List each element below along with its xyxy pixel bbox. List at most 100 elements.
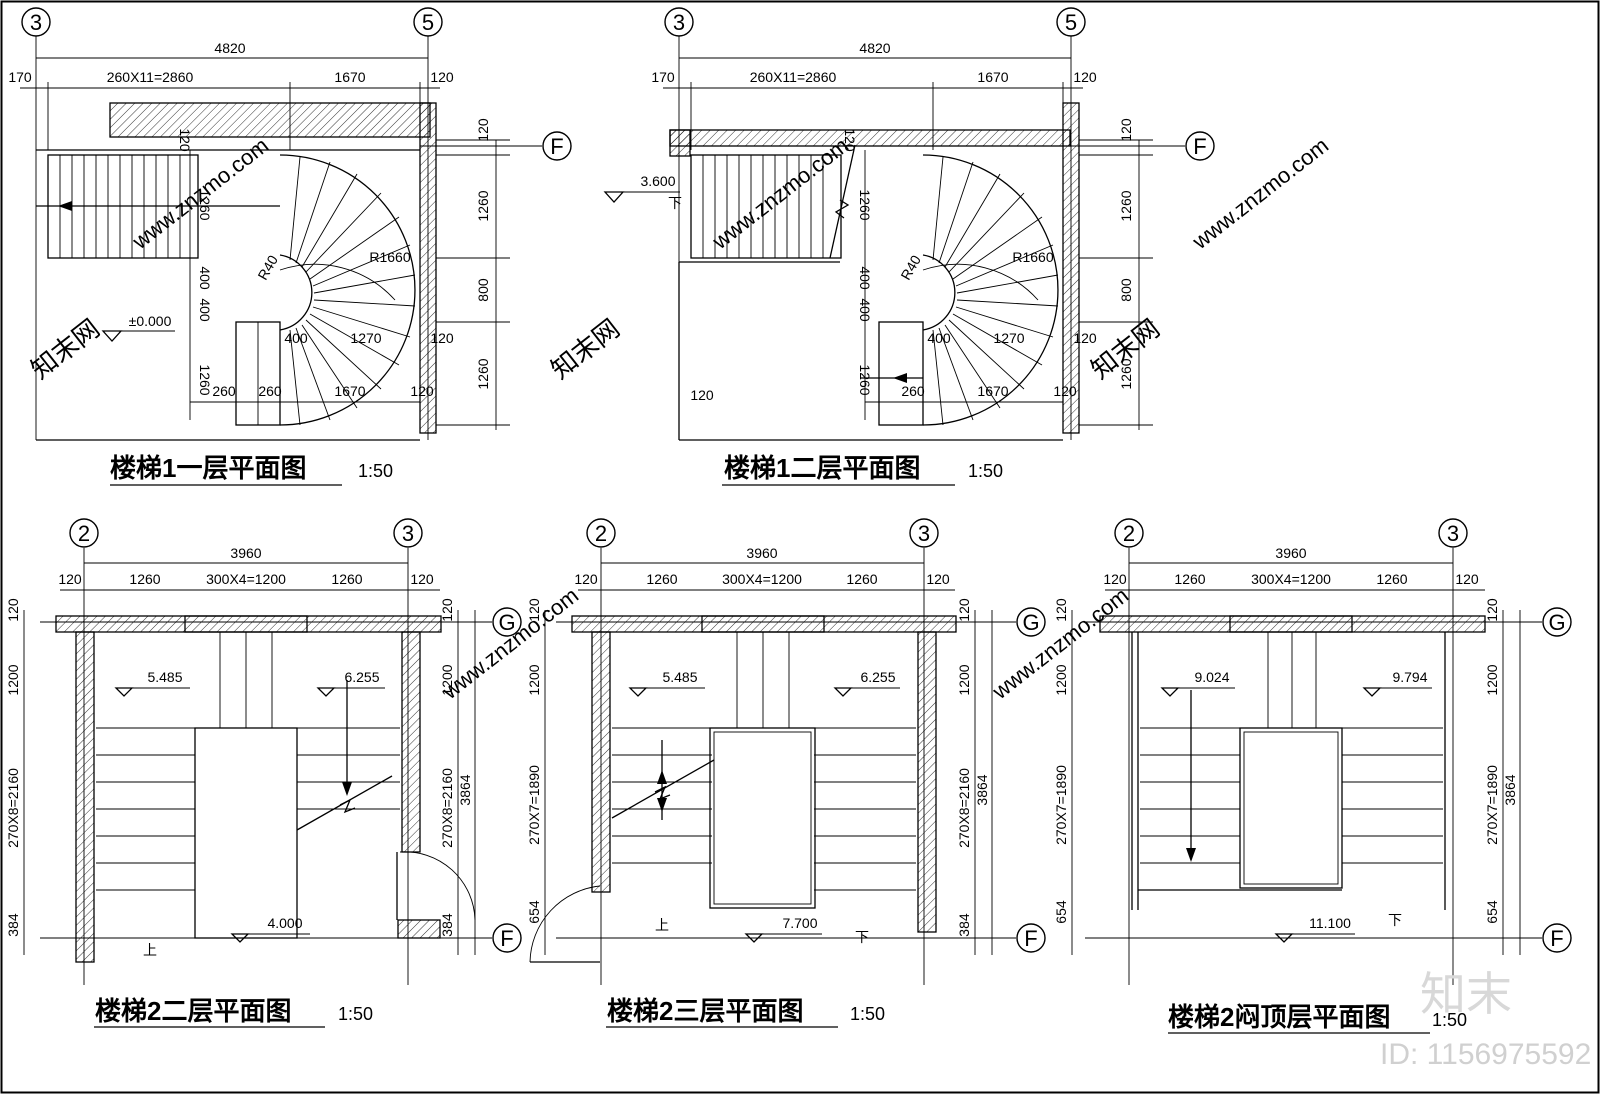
dim: 300X4=1200 [206,571,286,587]
drawing-scale: 1:50 [338,1004,373,1024]
axis-bubble-F [1016,923,1046,953]
dim: 120 [177,128,193,152]
drawing-scale: 1:50 [850,1004,885,1024]
dim: 120 [1053,598,1069,622]
dim-total: 3960 [746,545,777,561]
axis-bubble-3 [21,7,51,37]
level-mark: ±0.000 [129,313,172,329]
axis-label: 5 [1065,10,1077,35]
level-mark: 9.024 [1194,669,1229,685]
dim: 400 [197,298,213,322]
dim: 1260 [197,189,213,220]
dim: 1260 [331,571,362,587]
dim: 1260 [646,571,677,587]
axis-label: 2 [1123,521,1135,546]
dim: 120 [5,598,21,622]
dim: 1200 [439,664,455,695]
dim: 120 [526,598,542,622]
up-label: 上 [655,917,669,933]
dim: 1260 [129,571,160,587]
dim: 400 [857,298,873,322]
dim: 400 [927,330,951,346]
watermark-logo: 知末 [1420,968,1512,1020]
axis-label: 3 [1447,521,1459,546]
dim: 654 [1484,900,1500,924]
axis-label: F [1193,134,1206,159]
level-mark: 11.100 [1309,915,1351,931]
dim: 384 [956,913,972,937]
dim: 120 [690,387,714,403]
drawing-title: 楼梯1二层平面图 [724,453,920,483]
dim: 120 [574,571,598,587]
axis-label: 3 [30,10,42,35]
dim: 270X7=1890 [1484,765,1500,845]
axis-bubble-G [1542,607,1572,637]
dim: 120 [1103,571,1127,587]
dim: 1200 [5,664,21,695]
axis-label: G [1548,610,1565,635]
dim: 260X11=2860 [750,69,837,85]
dim: 1670 [977,383,1008,399]
down-label: 下 [855,929,869,945]
dim: 270X8=2160 [5,768,21,848]
dim: 270X7=1890 [1053,765,1069,845]
axis-label: G [498,610,515,635]
dim: 270X8=2160 [439,768,455,848]
watermark-url: www.znzmo.com [127,133,273,255]
dim-total: 3960 [1275,545,1306,561]
dim: 1200 [1053,664,1069,695]
axis-bubble-F [492,923,522,953]
level-mark: 5.485 [662,669,697,685]
axis-bubble-G [1016,607,1046,637]
dim: 1260 [197,364,213,395]
down-label: 下 [668,195,682,211]
axis-label: 3 [402,521,414,546]
dim: 260 [212,383,236,399]
dim: 120 [430,69,454,85]
drawing-scale: 1:50 [968,461,1003,481]
dim: 800 [1118,278,1134,302]
drawing-stair1-floor1: 3 5 F 4820 170 260X11=2860 1670 120 [8,7,572,486]
axis-bubble-2 [69,518,99,548]
axis-bubble-F [1542,923,1572,953]
dim-radius: R1660 [1012,249,1053,265]
drawing-scale: 1:50 [358,461,393,481]
dim: 1260 [1174,571,1205,587]
dim-radius-small: R40 [897,252,924,282]
level-mark: 9.794 [1392,669,1427,685]
dim-total-vertical: 3864 [1502,774,1518,805]
dim: 120 [1073,330,1097,346]
axis-label: 2 [78,521,90,546]
dim: 300X4=1200 [1251,571,1331,587]
dim: 260X11=2860 [107,69,194,85]
dim: 170 [651,69,675,85]
dim: 270X7=1890 [526,765,542,845]
dim: 1270 [993,330,1024,346]
axis-bubble-3 [1438,518,1468,548]
dim: 120 [1455,571,1479,587]
drawing-scale: 1:50 [1432,1010,1467,1030]
drawing-title: 楼梯2闷顶层平面图 [1168,1002,1390,1032]
dim: 1200 [956,664,972,695]
dim: 1200 [526,664,542,695]
dim: 400 [857,266,873,290]
dim: 1670 [334,69,365,85]
drawing-title: 楼梯2三层平面图 [607,996,803,1026]
dim: 260 [258,383,282,399]
axis-bubble-2 [1114,518,1144,548]
drawing-title: 楼梯2二层平面图 [95,996,291,1026]
watermark-url: www.znzmo.com [437,583,583,705]
axis-label: 2 [595,521,607,546]
dim: 384 [439,913,455,937]
level-mark: 7.700 [782,915,817,931]
dim: 120 [1073,69,1097,85]
dim: 1260 [846,571,877,587]
drawing-stair1-floor2: 3 5 F 4820 170 260X11=2860 1670 120 [603,7,1215,486]
axis-bubble-5 [1056,7,1086,37]
axis-bubble-5 [413,7,443,37]
axis-label: 5 [422,10,434,35]
dim: 120 [430,330,454,346]
axis-bubble-G [492,607,522,637]
axis-label: 3 [918,521,930,546]
